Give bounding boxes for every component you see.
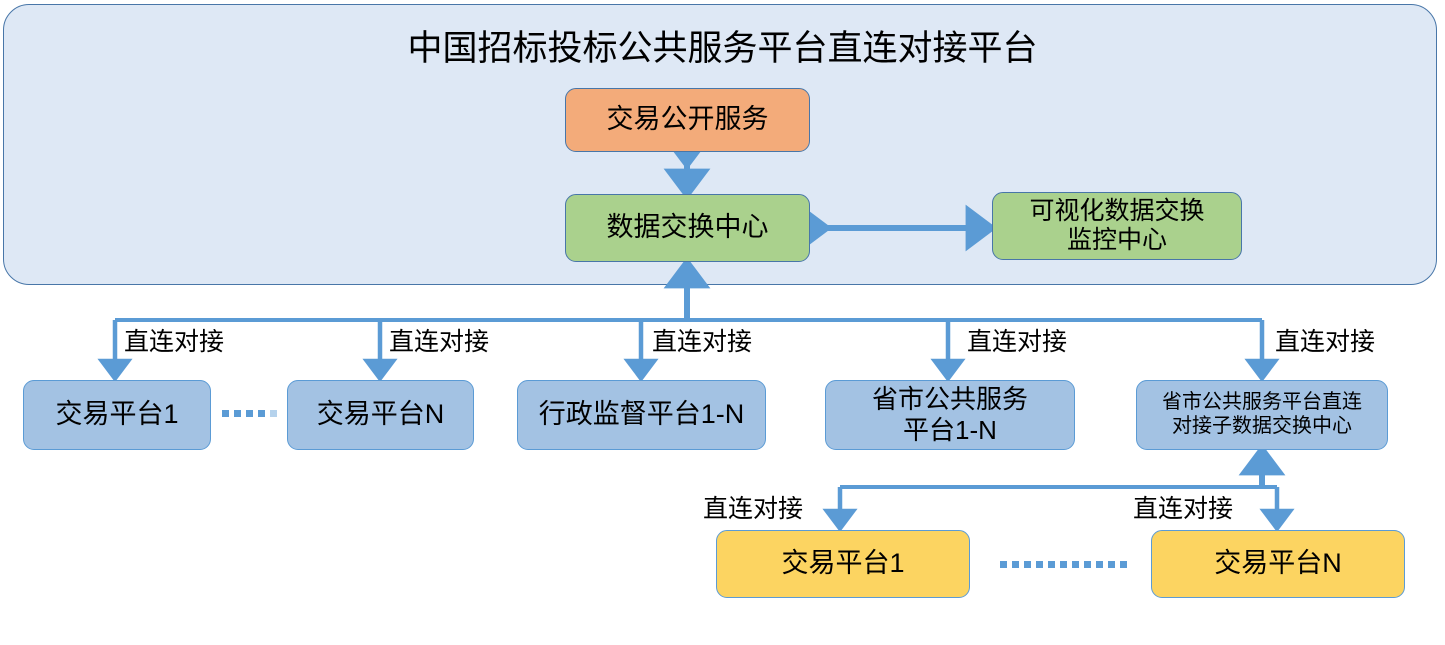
node-provincial-public-service-platform-line2: 平台1-N	[903, 415, 997, 445]
node-provincial-sub-exchange-center-line1: 省市公共服务平台直连	[1162, 391, 1362, 414]
ellipsis-tier3-trade-platforms	[1000, 561, 1127, 568]
node-visual-monitor-center-line2: 监控中心	[1066, 226, 1167, 254]
node-provincial-sub-exchange-center-label: 省市公共服务平台直连 对接子数据交换中心	[1162, 391, 1362, 438]
node-admin-supervision-platform[interactable]: 行政监督平台1-N	[517, 380, 766, 450]
node-provincial-sub-exchange-center[interactable]: 省市公共服务平台直连 对接子数据交换中心	[1136, 380, 1388, 450]
node-public-service[interactable]: 交易公开服务	[565, 88, 810, 152]
edge-label-tier2-5: 直连对接	[1275, 328, 1376, 356]
node-provincial-public-service-platform-line1: 省市公共服务	[871, 384, 1028, 415]
node-visual-monitor-center-line1: 可视化数据交换	[1029, 196, 1205, 225]
node-provincial-public-service-platform-label: 省市公共服务 平台1-N	[872, 384, 1028, 445]
ellipsis-tier2-trade-platforms	[222, 410, 277, 417]
node-provincial-public-service-platform[interactable]: 省市公共服务 平台1-N	[825, 380, 1075, 450]
edge-label-tier2-2: 直连对接	[389, 328, 490, 356]
edge-label-tier2-1: 直连对接	[124, 328, 225, 356]
edge-label-tier2-4: 直连对接	[967, 328, 1068, 356]
page-title: 中国招标投标公共服务平台直连对接平台	[407, 29, 1038, 68]
node-sub-trade-platform-n-label: 交易平台N	[1214, 548, 1342, 579]
node-trade-platform-1[interactable]: 交易平台1	[23, 380, 211, 450]
node-sub-trade-platform-1[interactable]: 交易平台1	[716, 530, 970, 598]
node-trade-platform-n[interactable]: 交易平台N	[287, 380, 474, 450]
node-visual-monitor-center[interactable]: 可视化数据交换 监控中心	[992, 192, 1242, 260]
node-data-exchange-center-label: 数据交换中心	[606, 212, 769, 243]
edge-label-tier2-3: 直连对接	[652, 328, 753, 356]
node-sub-trade-platform-n[interactable]: 交易平台N	[1151, 530, 1405, 598]
node-admin-supervision-platform-label: 行政监督平台1-N	[538, 399, 745, 430]
node-visual-monitor-center-label: 可视化数据交换 监控中心	[1029, 197, 1204, 256]
node-data-exchange-center[interactable]: 数据交换中心	[565, 194, 810, 262]
node-sub-trade-platform-1-label: 交易平台1	[781, 548, 905, 579]
node-public-service-label: 交易公开服务	[606, 104, 769, 135]
edge-label-tier3-2: 直连对接	[1133, 495, 1234, 523]
node-trade-platform-1-label: 交易平台1	[55, 399, 179, 430]
node-provincial-sub-exchange-center-line2: 对接子数据交换中心	[1172, 415, 1352, 437]
edge-label-tier3-1: 直连对接	[703, 495, 804, 523]
node-trade-platform-n-label: 交易平台N	[316, 399, 445, 430]
